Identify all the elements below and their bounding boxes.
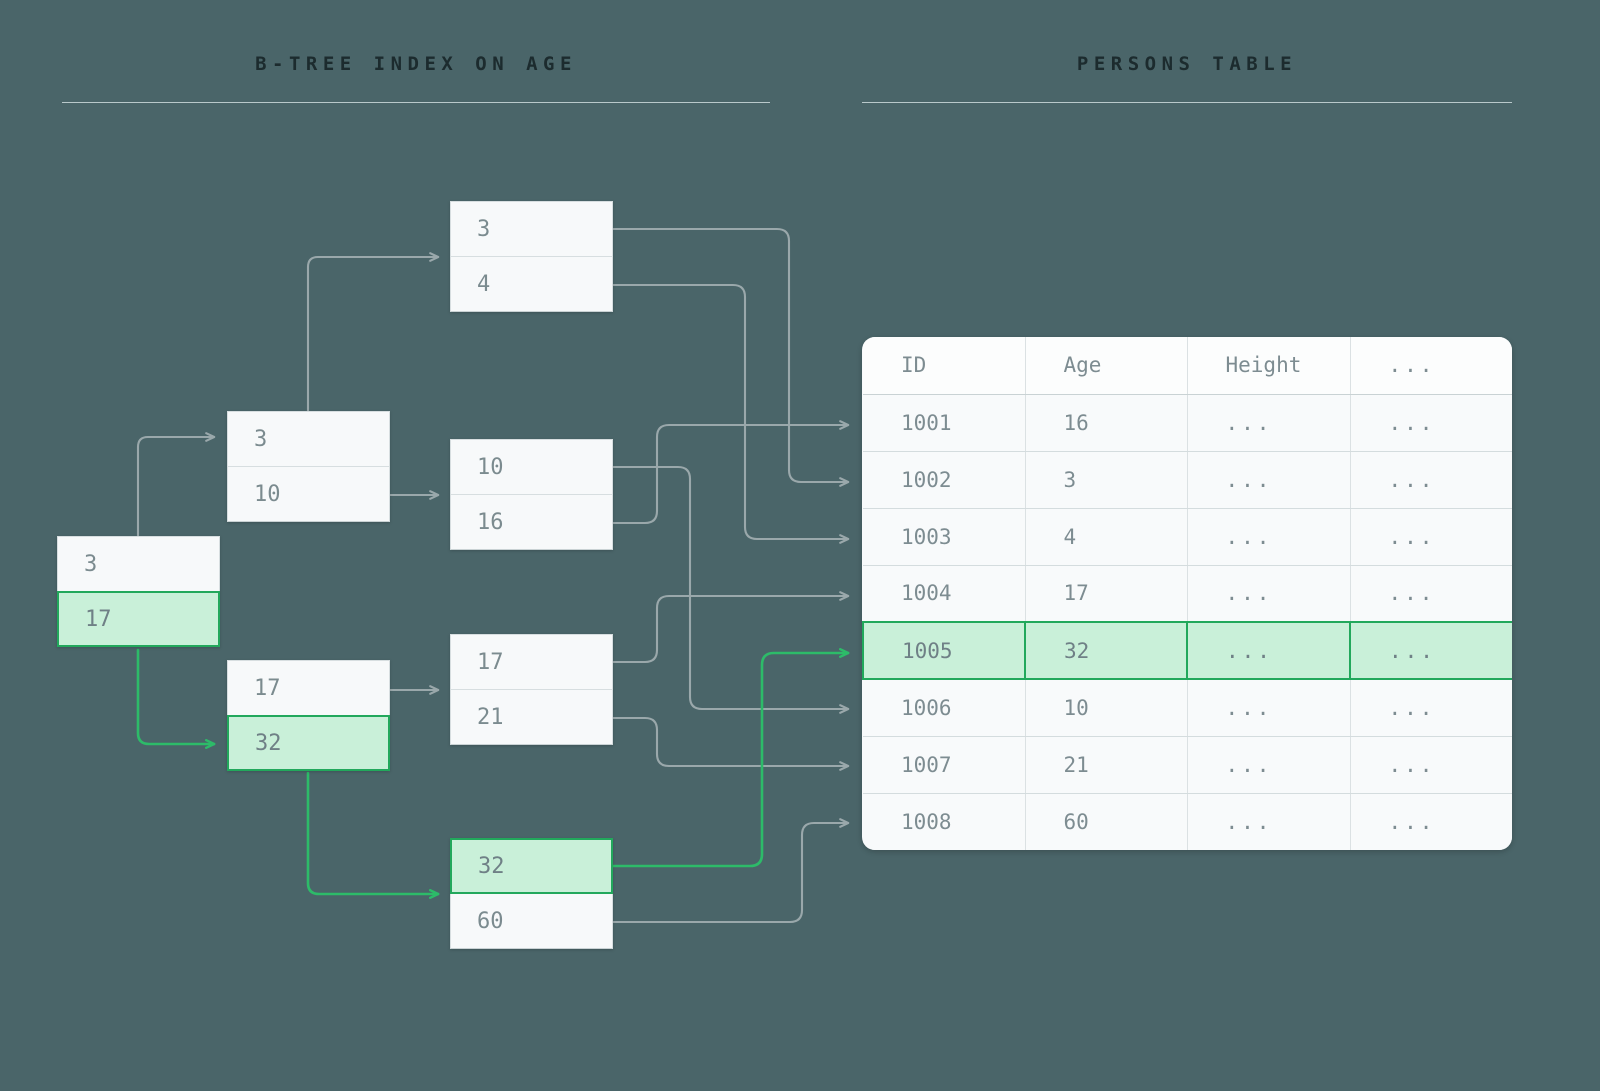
index-section-header: B-TREE INDEX ON AGE bbox=[62, 55, 770, 103]
table-row[interactable]: 1003 4 ... ... bbox=[863, 508, 1512, 566]
cell-height: ... bbox=[1187, 736, 1351, 794]
wire-root-to-internal-upper bbox=[136, 432, 216, 538]
cell-height: ... bbox=[1187, 394, 1351, 452]
wire-leaf2a-to-row-1006 bbox=[611, 465, 850, 714]
cell-height: ... bbox=[1187, 451, 1351, 509]
wire-internal-upper-to-leaf-1 bbox=[306, 252, 440, 413]
leaf-1-cell-0[interactable]: 3 bbox=[450, 201, 613, 257]
internal-node-lower[interactable]: 17 32 bbox=[227, 660, 390, 771]
wire-leaf3b-to-row-1007 bbox=[611, 716, 850, 771]
internal-upper-cell-0[interactable]: 3 bbox=[227, 411, 390, 467]
cell-age: 4 bbox=[1025, 508, 1188, 566]
leaf-3-cell-1-value: 21 bbox=[477, 704, 504, 730]
leaf-2-cell-0[interactable]: 10 bbox=[450, 439, 613, 495]
table-section-divider bbox=[862, 102, 1512, 103]
cell-age: 16 bbox=[1025, 394, 1188, 452]
cell-more: ... bbox=[1350, 565, 1512, 623]
wire-internal-lower-to-leaf-4 bbox=[306, 771, 440, 900]
index-section-title: B-TREE INDEX ON AGE bbox=[255, 53, 577, 75]
cell-id: 1007 bbox=[863, 736, 1026, 794]
wire-leaf4b-to-row-1008 bbox=[611, 818, 850, 924]
cell-more: ... bbox=[1350, 451, 1512, 509]
leaf-2-cell-0-value: 10 bbox=[477, 454, 504, 480]
root-cell-1[interactable]: 17 bbox=[57, 591, 220, 647]
cell-id: 1001 bbox=[863, 394, 1026, 452]
persons-table[interactable]: ID Age Height ... 1001 16 ... ... 1002 3… bbox=[862, 337, 1512, 850]
leaf-node-4[interactable]: 32 60 bbox=[450, 838, 613, 949]
internal-lower-cell-1-value: 32 bbox=[255, 730, 282, 756]
leaf-1-cell-0-value: 3 bbox=[477, 216, 491, 242]
cell-age: 3 bbox=[1025, 451, 1188, 509]
table-section-title: PERSONS TABLE bbox=[1076, 53, 1298, 75]
column-header-id[interactable]: ID bbox=[863, 337, 1026, 395]
wire-root-to-internal-lower bbox=[136, 648, 216, 750]
leaf-1-cell-1[interactable]: 4 bbox=[450, 256, 613, 312]
leaf-4-cell-0-value: 32 bbox=[478, 853, 505, 879]
table-row[interactable]: 1004 17 ... ... bbox=[863, 565, 1512, 623]
cell-more: ... bbox=[1350, 793, 1512, 850]
cell-age: 60 bbox=[1025, 793, 1188, 850]
leaf-1-cell-1-value: 4 bbox=[477, 271, 491, 297]
wire-leaf2b-to-row-1001 bbox=[611, 420, 850, 525]
wire-leaf3a-to-row-1004 bbox=[611, 591, 850, 664]
leaf-4-cell-0[interactable]: 32 bbox=[450, 838, 613, 894]
cell-id: 1006 bbox=[863, 679, 1026, 737]
table-row[interactable]: 1001 16 ... ... bbox=[863, 394, 1512, 452]
leaf-4-cell-1[interactable]: 60 bbox=[450, 893, 613, 949]
root-cell-1-value: 17 bbox=[85, 606, 112, 632]
internal-upper-cell-1-value: 10 bbox=[254, 481, 281, 507]
cell-more: ... bbox=[1350, 736, 1512, 794]
leaf-3-cell-0[interactable]: 17 bbox=[450, 634, 613, 690]
cell-age: 21 bbox=[1025, 736, 1188, 794]
internal-lower-cell-0-value: 17 bbox=[254, 675, 281, 701]
index-section-divider bbox=[62, 102, 770, 103]
cell-more: ... bbox=[1349, 621, 1512, 680]
internal-lower-cell-0[interactable]: 17 bbox=[227, 660, 390, 716]
table-row[interactable]: 1006 10 ... ... bbox=[863, 679, 1512, 737]
cell-height: ... bbox=[1187, 508, 1351, 566]
cell-height: ... bbox=[1187, 793, 1351, 850]
column-header-age[interactable]: Age bbox=[1025, 337, 1188, 395]
cell-id: 1008 bbox=[863, 793, 1026, 850]
leaf-3-cell-0-value: 17 bbox=[477, 649, 504, 675]
leaf-node-1[interactable]: 3 4 bbox=[450, 201, 613, 312]
column-header-more[interactable]: ... bbox=[1350, 337, 1512, 395]
cell-id: 1003 bbox=[863, 508, 1026, 566]
wire-leaf4a-to-row-1005 bbox=[611, 648, 850, 868]
root-cell-0-value: 3 bbox=[84, 551, 98, 577]
wire-leaf1a-to-row-1002 bbox=[611, 227, 850, 487]
table-row[interactable]: 1008 60 ... ... bbox=[863, 793, 1512, 850]
leaf-node-2[interactable]: 10 16 bbox=[450, 439, 613, 550]
leaf-node-3[interactable]: 17 21 bbox=[450, 634, 613, 745]
table-section-header: PERSONS TABLE bbox=[862, 55, 1512, 103]
cell-more: ... bbox=[1350, 679, 1512, 737]
table-row-highlighted[interactable]: 1005 32 ... ... bbox=[862, 621, 1512, 680]
cell-age: 10 bbox=[1025, 679, 1188, 737]
table-header-row: ID Age Height ... bbox=[863, 337, 1512, 395]
wire-leaf1b-to-row-1003 bbox=[611, 283, 850, 544]
cell-more: ... bbox=[1350, 508, 1512, 566]
internal-upper-cell-1[interactable]: 10 bbox=[227, 466, 390, 522]
table-row[interactable]: 1007 21 ... ... bbox=[863, 736, 1512, 794]
cell-id: 1002 bbox=[863, 451, 1026, 509]
cell-id: 1005 bbox=[862, 621, 1026, 680]
internal-node-upper[interactable]: 3 10 bbox=[227, 411, 390, 522]
column-header-height[interactable]: Height bbox=[1187, 337, 1351, 395]
leaf-3-cell-1[interactable]: 21 bbox=[450, 689, 613, 745]
internal-upper-cell-0-value: 3 bbox=[254, 426, 268, 452]
cell-age: 32 bbox=[1024, 621, 1188, 680]
leaf-2-cell-1[interactable]: 16 bbox=[450, 494, 613, 550]
internal-lower-cell-1[interactable]: 32 bbox=[227, 715, 390, 771]
cell-height: ... bbox=[1187, 565, 1351, 623]
root-cell-0[interactable]: 3 bbox=[57, 536, 220, 592]
root-node[interactable]: 3 17 bbox=[57, 536, 220, 647]
cell-age: 17 bbox=[1025, 565, 1188, 623]
table-row[interactable]: 1002 3 ... ... bbox=[863, 451, 1512, 509]
cell-height: ... bbox=[1187, 679, 1351, 737]
leaf-4-cell-1-value: 60 bbox=[477, 908, 504, 934]
leaf-2-cell-1-value: 16 bbox=[477, 509, 504, 535]
cell-more: ... bbox=[1350, 394, 1512, 452]
cell-id: 1004 bbox=[863, 565, 1026, 623]
cell-height: ... bbox=[1186, 621, 1351, 680]
